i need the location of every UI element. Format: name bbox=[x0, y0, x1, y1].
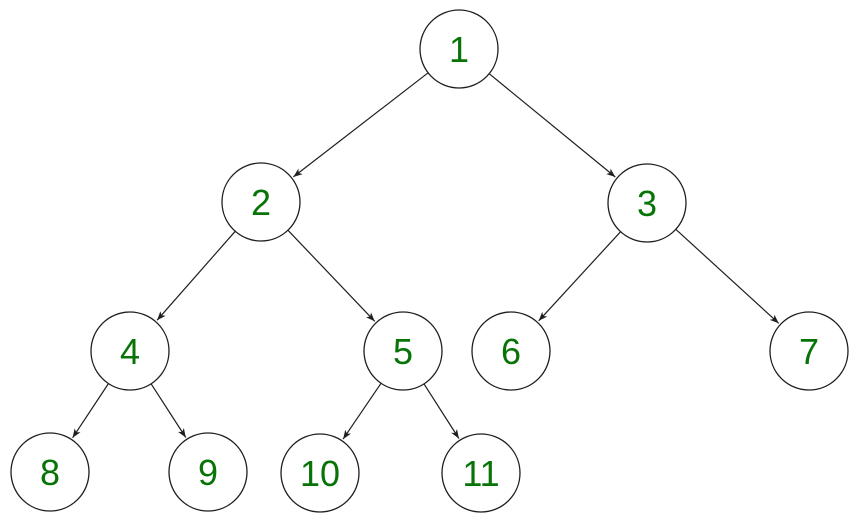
tree-node-label-6: 6 bbox=[501, 331, 521, 372]
edges-layer bbox=[72, 72, 780, 440]
tree-edge-3-6-left bbox=[538, 231, 622, 322]
tree-edge-1-3-right bbox=[488, 73, 616, 178]
tree-node-8: 8 bbox=[10, 432, 90, 512]
tree-node-circle-6 bbox=[471, 311, 551, 391]
tree-edge-1-2-left bbox=[293, 72, 429, 178]
tree-node-10: 10 bbox=[280, 433, 360, 513]
tree-node-label-3: 3 bbox=[637, 183, 657, 224]
tree-node-2: 2 bbox=[221, 162, 301, 242]
tree-edge-2-5-right bbox=[287, 229, 376, 322]
tree-edge-2-4-left bbox=[156, 230, 236, 321]
tree-node-circle-4 bbox=[90, 311, 170, 391]
tree-node-7: 7 bbox=[769, 311, 849, 391]
tree-node-label-4: 4 bbox=[120, 331, 140, 372]
tree-node-circle-10 bbox=[280, 433, 360, 513]
tree-node-label-7: 7 bbox=[799, 331, 819, 372]
tree-node-circle-2 bbox=[221, 162, 301, 242]
tree-node-circle-5 bbox=[363, 311, 443, 391]
tree-edge-5-10-left bbox=[342, 382, 382, 440]
tree-node-11: 11 bbox=[441, 433, 521, 513]
tree-node-label-5: 5 bbox=[393, 331, 413, 372]
tree-node-label-10: 10 bbox=[300, 453, 340, 494]
tree-node-label-8: 8 bbox=[40, 452, 60, 493]
tree-node-9: 9 bbox=[168, 432, 248, 512]
tree-node-label-11: 11 bbox=[462, 453, 499, 494]
tree-node-label-2: 2 bbox=[251, 182, 271, 223]
tree-node-circle-3 bbox=[607, 163, 687, 243]
tree-edge-4-9-right bbox=[150, 383, 187, 438]
nodes-layer: 1 2 3 4 5 6 7 8 9 10 11 bbox=[10, 9, 849, 513]
tree-node-circle-11 bbox=[441, 433, 521, 513]
tree-node-4: 4 bbox=[90, 311, 170, 391]
tree-node-1: 1 bbox=[419, 9, 499, 89]
tree-node-circle-7 bbox=[769, 311, 849, 391]
tree-node-circle-9 bbox=[168, 432, 248, 512]
tree-node-label-1: 1 bbox=[449, 29, 469, 70]
tree-node-circle-8 bbox=[10, 432, 90, 512]
tree-edge-5-11-right bbox=[423, 383, 460, 439]
tree-node-label-9: 9 bbox=[198, 452, 218, 493]
tree-node-6: 6 bbox=[471, 311, 551, 391]
tree-edge-4-8-left bbox=[72, 383, 110, 439]
tree-node-3: 3 bbox=[607, 163, 687, 243]
tree-edge-3-7-right bbox=[675, 228, 780, 324]
tree-node-circle-1 bbox=[419, 9, 499, 89]
tree-node-5: 5 bbox=[363, 311, 443, 391]
